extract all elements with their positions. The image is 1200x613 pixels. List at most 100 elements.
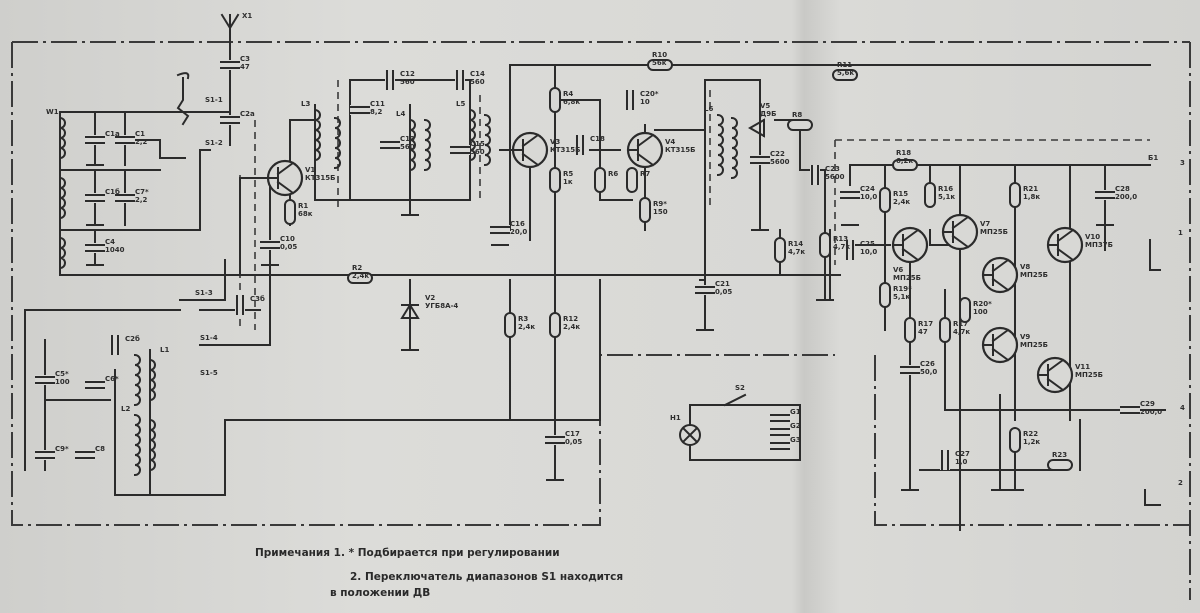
frame-border [11, 41, 1191, 600]
component-label: G2 [790, 422, 801, 430]
terminal-1: 1 [1178, 229, 1183, 237]
component-label: L3 [301, 100, 310, 108]
component-label: L6 [704, 105, 713, 113]
component-label: R20*100 [973, 300, 992, 316]
transistor-V3 [511, 131, 549, 169]
component-label: R8 [792, 111, 802, 119]
component-label: S1-4 [200, 334, 218, 342]
transistor-V9 [981, 326, 1019, 364]
component-label: S1-5 [200, 369, 218, 377]
inductor-L1 [133, 353, 141, 407]
component-label: C5*100 [55, 370, 70, 386]
resistor-R16 [924, 182, 936, 208]
component-label: C8 [95, 445, 105, 453]
component-label: C18 [590, 135, 605, 143]
component-label: G3 [790, 436, 801, 444]
capacitor-C25 [845, 240, 855, 260]
component-label: S1-1 [205, 96, 223, 104]
wire [314, 104, 471, 201]
note-3: в положении ДВ [330, 587, 430, 599]
capacitor-C29 [1120, 405, 1140, 415]
transistor-V8 [981, 256, 1019, 294]
capacitor-C2a [220, 115, 240, 125]
terminal-3: 3 [1180, 159, 1185, 167]
resistor-R17 [904, 317, 916, 343]
wire [1144, 489, 1161, 506]
inductor-winding [333, 116, 341, 170]
component-label: L2 [121, 405, 130, 413]
capacitor-G2 [770, 427, 790, 437]
inductor-L4 [408, 118, 416, 172]
component-label: S2 [735, 384, 745, 392]
resistor-R7 [626, 167, 638, 193]
transistor-V1 [266, 159, 304, 197]
resistor-R9 [639, 197, 651, 223]
capacitor-G3 [770, 441, 790, 451]
transistor-V10 [1046, 226, 1084, 264]
transistor-V4 [626, 131, 664, 169]
wire [179, 259, 226, 301]
resistor-R14 [774, 237, 786, 263]
resistor-R23 [1047, 459, 1073, 471]
capacitor-C18 [575, 135, 585, 155]
wire [1149, 239, 1161, 271]
inductor-winding [148, 358, 156, 402]
component-label: S1-3 [195, 289, 213, 297]
capacitor-C12 [385, 70, 395, 90]
capacitor-C1a [85, 135, 105, 145]
resistor-R22 [1009, 427, 1021, 453]
capacitor-C21 [695, 285, 715, 295]
inductor-winding [730, 116, 738, 180]
resistor-R15 [879, 187, 891, 213]
capacitor-C28 [1095, 190, 1115, 200]
note-1: Примечания 1. * Подбирается при регулиро… [255, 547, 560, 559]
capacitor-C20 [625, 90, 635, 110]
capacitor-C14 [455, 70, 465, 90]
capacitor-C4 [85, 243, 105, 253]
component-label: C7*2,2 [135, 188, 149, 204]
antenna-label: X1 [242, 12, 252, 20]
lamp-H1 [679, 424, 701, 446]
inductor-winding [483, 113, 491, 167]
capacitor-C10 [260, 240, 280, 250]
component-label: R19*5,1к [893, 285, 912, 301]
component-label: C6* [105, 375, 119, 383]
capacitor-C9 [35, 450, 55, 460]
transistor-V7 [941, 213, 979, 251]
resistor-R4 [549, 87, 561, 113]
component-label: S1-2 [205, 139, 223, 147]
wire [124, 139, 186, 159]
zener-diode-V2 [400, 303, 420, 319]
component-label: R23 [1052, 451, 1067, 459]
diode-V5 [747, 118, 765, 138]
component-label: W1 [46, 108, 59, 116]
transistor-V11 [1036, 356, 1074, 394]
component-label: C2б [125, 335, 140, 343]
